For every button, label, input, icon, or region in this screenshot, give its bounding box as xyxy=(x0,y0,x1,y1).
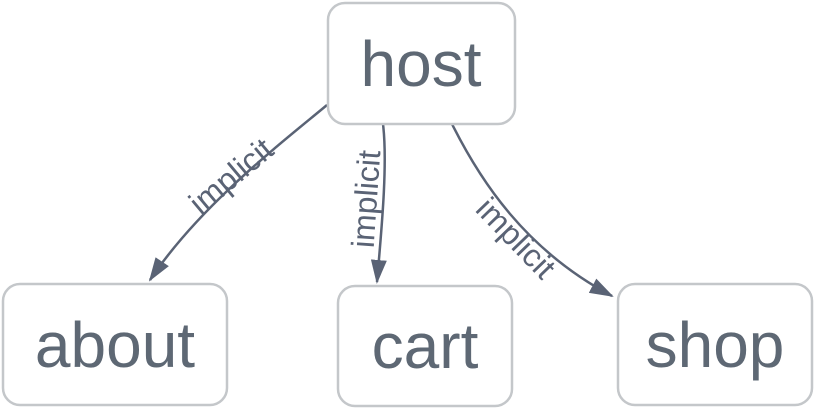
edge-line-host-about xyxy=(148,104,328,282)
host-node-label: host xyxy=(361,28,482,100)
edge-label-host-cart: implicit xyxy=(345,149,388,249)
edge-line-host-cart xyxy=(370,123,387,284)
edge-host-cart: implicit xyxy=(345,123,388,284)
cart-node: cart xyxy=(336,284,514,408)
shop-node-box xyxy=(616,282,814,407)
about-node-label: about xyxy=(35,309,195,381)
host-node-box xyxy=(326,1,517,126)
edge-label-host-about: implicit xyxy=(182,131,280,222)
about-node-box xyxy=(1,282,229,407)
edge-host-shop: implicit xyxy=(450,123,614,298)
shop-node: shop xyxy=(616,282,814,407)
edge-label-host-shop: implicit xyxy=(469,190,563,285)
cart-node-box xyxy=(336,284,514,408)
host-node: host xyxy=(326,1,517,126)
edge-host-about: implicit xyxy=(148,104,328,282)
cart-node-label: cart xyxy=(372,310,479,382)
edge-line-host-shop xyxy=(450,123,614,298)
shop-node-label: shop xyxy=(646,309,785,381)
about-node: about xyxy=(1,282,229,407)
